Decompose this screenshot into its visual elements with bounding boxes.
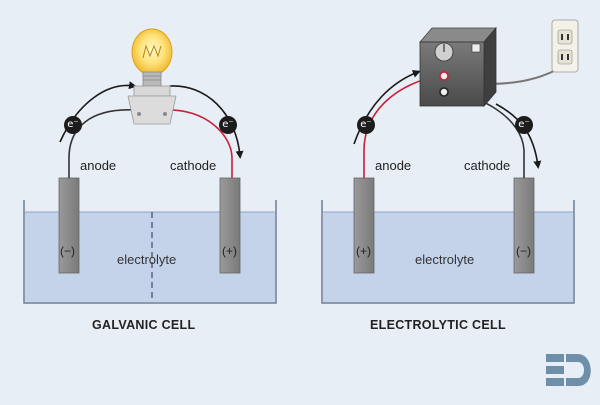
galvanic-electron-badge-right: e⁻ [219,116,237,134]
galvanic-wire-right [164,109,233,178]
galvanic-anode-electrode [58,177,80,274]
wall-outlet-icon [551,19,579,73]
logo-icon [546,354,591,386]
galvanic-anode-sign: (−) [60,244,75,258]
galvanic-container [23,200,277,304]
electrolytic-electron-badge-left: e⁻ [357,116,375,134]
electrolytic-electrolyte-label: electrolyte [415,252,475,267]
galvanic-cathode-electrode [219,177,241,274]
electrolytic-anode-sign: (+) [356,244,371,258]
light-bulb-icon [127,28,177,125]
electrolytic-cathode-label: cathode [464,158,511,173]
galvanic-cathode-label: cathode [170,158,217,173]
electrolytic-container [321,200,575,304]
electrolytic-cathode-electrode [513,177,535,274]
galvanic-wire-left [68,109,136,178]
galvanic-cell [23,28,277,304]
power-switch-icon [471,43,481,53]
electrolytic-cell [321,19,579,304]
electrolytic-anode-label: anode [375,158,412,173]
electrolytic-anode-electrode [353,177,375,274]
galvanic-electron-badge-left: e⁻ [64,116,82,134]
positive-terminal-icon [439,71,449,81]
electrolytic-cathode-sign: (−) [516,244,531,258]
galvanic-cell-title: GALVANIC CELL [92,318,196,332]
electrolytic-electron-badge-right: e⁻ [515,116,533,134]
galvanic-electrolyte-label: electrolyte [117,252,177,267]
negative-terminal-icon [439,87,449,97]
galvanic-electron-arrow-right [169,85,244,159]
electrolytic-electron-arrow-left [353,70,421,145]
power-supply-icon [419,26,497,108]
galvanic-cathode-sign: (+) [222,244,237,258]
electrolytic-cell-title: ELECTROLYTIC CELL [370,318,506,332]
galvanic-anode-label: anode [80,158,117,173]
